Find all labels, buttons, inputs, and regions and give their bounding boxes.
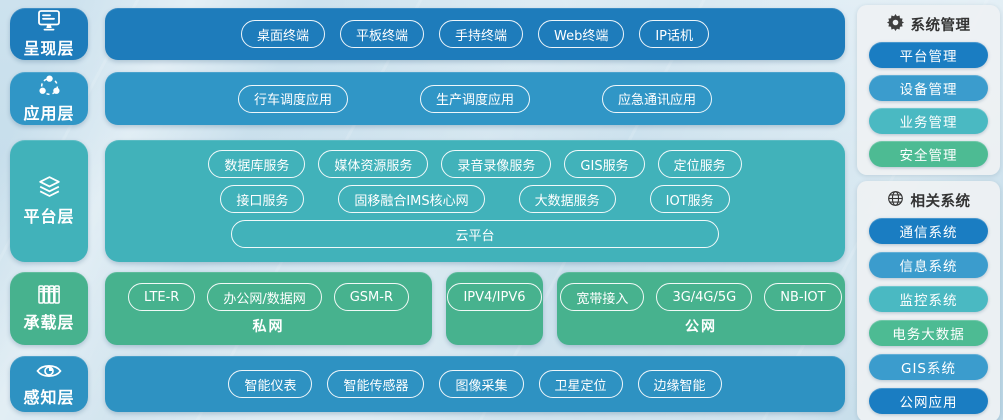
system-management-buttons: 平台管理设备管理业务管理安全管理: [869, 42, 988, 167]
panel-title: 系统管理: [910, 17, 971, 34]
layers-icon: [36, 175, 63, 200]
sensing-pill: 卫星定位: [538, 370, 623, 398]
layer-name: 应用层: [23, 103, 75, 123]
layer-name: 呈现层: [23, 39, 75, 58]
service-pill: 接口服务: [220, 185, 305, 213]
presentation-pills: 桌面终端平板终端手持终端 Web终端 IP话机: [240, 20, 710, 48]
ip-protocol-group: IPV4/IPV6: [446, 272, 543, 345]
service-pill: 录音录像服务: [441, 150, 552, 178]
system-button[interactable]: GIS系统: [869, 354, 988, 380]
network-pill: NB-IOT: [764, 283, 842, 311]
management-button[interactable]: 业务管理: [869, 108, 988, 134]
bearer-layer-row: 承载层 LTE-R 办公网/数据网 GSM-R 私网 IPV4/IPV6 宽带接入 3…: [10, 272, 845, 345]
presentation-layer-label: 呈现层: [10, 8, 88, 60]
application-pill: 行车调度应用: [237, 84, 348, 113]
eye-icon: [35, 361, 63, 381]
platform-layer-label: 平台层: [10, 140, 88, 262]
terminal-pill: 平板终端: [339, 20, 424, 48]
racks-icon: [37, 284, 61, 306]
perception-layer-row: 感知层 智能仪表智能传感器图像采集卫星定位边缘智能: [10, 356, 845, 412]
globe-icon: [887, 190, 904, 211]
network-pill: LTE-R: [128, 283, 196, 311]
application-layer-row: 应用层 行车调度应用 生产调度应用 应急通讯应用: [10, 72, 845, 125]
public-network-label: 公网: [685, 319, 717, 335]
network-pill: 3G/4G/5G: [656, 283, 753, 311]
system-management-panel: 系统管理 平台管理设备管理业务管理安全管理: [857, 5, 1000, 175]
system-button[interactable]: 监控系统: [869, 286, 988, 312]
private-network-label: 私网: [252, 319, 285, 335]
application-layer-bar: 行车调度应用 生产调度应用 应急通讯应用: [105, 72, 845, 125]
share-icon: [37, 74, 62, 97]
perception-layer-bar: 智能仪表智能传感器图像采集卫星定位边缘智能: [105, 356, 845, 412]
application-pill: 应急通讯应用: [602, 84, 713, 113]
sensing-pill: 智能传感器: [327, 370, 425, 398]
platform-layer-panel: 数据库服务媒体资源服务录音录像服务 GIS服务定位服务 接口服务 固移融合IMS核心…: [105, 140, 845, 262]
platform-services-row-1: 数据库服务媒体资源服务录音录像服务 GIS服务定位服务: [105, 150, 845, 178]
application-layer-label: 应用层: [10, 72, 88, 125]
service-pill: IOT服务: [649, 185, 730, 213]
public-network-group: 宽带接入 3G/4G/5G NB-IOT 公网: [557, 272, 845, 345]
system-button[interactable]: 通信系统: [869, 218, 988, 244]
bearer-groups: LTE-R 办公网/数据网 GSM-R 私网 IPV4/IPV6 宽带接入 3G/4G…: [105, 272, 845, 345]
layer-name: 平台层: [23, 207, 75, 226]
system-button[interactable]: 公网应用: [869, 388, 988, 414]
presentation-layer-row: 呈现层 桌面终端平板终端手持终端 Web终端 IP话机: [10, 8, 845, 60]
private-network-pills: LTE-R 办公网/数据网 GSM-R: [128, 283, 409, 311]
network-pill: 办公网/数据网: [207, 283, 322, 311]
terminal-pill: 桌面终端: [240, 20, 325, 48]
monitor-icon: [36, 9, 62, 32]
service-pill: 大数据服务: [518, 185, 616, 213]
service-pill: 定位服务: [657, 150, 742, 178]
layer-name: 承载层: [23, 313, 75, 332]
application-pill: 生产调度应用: [419, 84, 530, 113]
system-button[interactable]: 信息系统: [869, 252, 988, 278]
management-button[interactable]: 安全管理: [869, 141, 988, 167]
right-sidebar: 系统管理 平台管理设备管理业务管理安全管理 相关系统 通信系统信息系统监控系统电…: [857, 5, 1000, 420]
sensing-pill: 图像采集: [439, 370, 524, 398]
platform-services-row-2: 接口服务 固移融合IMS核心网 大数据服务 IOT服务: [105, 185, 845, 213]
bearer-layer-label: 承载层: [10, 272, 88, 345]
perception-layer-label: 感知层: [10, 356, 88, 412]
cloud-platform-row: 云平台: [105, 220, 845, 248]
platform-layer-row: 平台层 数据库服务媒体资源服务录音录像服务 GIS服务定位服务 接口服务 固移融合I…: [10, 140, 845, 262]
layer-name: 感知层: [23, 387, 75, 407]
cloud-platform-pill: 云平台: [230, 220, 720, 248]
network-pill: IPV4/IPV6: [447, 283, 542, 311]
ip-protocol-pills: IPV4/IPV6: [447, 283, 542, 311]
terminal-pill: IP话机: [639, 20, 710, 48]
private-network-group: LTE-R 办公网/数据网 GSM-R 私网: [105, 272, 432, 345]
terminal-pill: Web终端: [538, 20, 625, 48]
related-systems-header: 相关系统: [869, 188, 988, 212]
service-pill: GIS服务: [564, 150, 645, 178]
related-systems-buttons: 通信系统信息系统监控系统电务大数据 GIS系统公网应用: [869, 218, 988, 414]
public-network-pills: 宽带接入 3G/4G/5G NB-IOT: [560, 283, 842, 311]
application-pills: 行车调度应用 生产调度应用 应急通讯应用: [237, 84, 713, 113]
network-pill: 宽带接入: [560, 283, 645, 311]
service-pill: 固移融合IMS核心网: [338, 185, 485, 213]
sensing-pill: 智能仪表: [228, 370, 313, 398]
service-pill: 媒体资源服务: [318, 150, 429, 178]
system-management-header: 系统管理: [869, 12, 988, 36]
system-button[interactable]: 电务大数据: [869, 320, 988, 346]
network-pill: GSM-R: [333, 283, 409, 311]
related-systems-panel: 相关系统 通信系统信息系统监控系统电务大数据 GIS系统公网应用: [857, 181, 1000, 420]
terminal-pill: 手持终端: [438, 20, 523, 48]
management-button[interactable]: 设备管理: [869, 75, 988, 101]
presentation-layer-bar: 桌面终端平板终端手持终端 Web终端 IP话机: [105, 8, 845, 60]
management-button[interactable]: 平台管理: [869, 42, 988, 68]
panel-title: 相关系统: [910, 193, 971, 210]
gear-icon: [886, 13, 904, 35]
sensing-pill: 边缘智能: [637, 370, 722, 398]
perception-pills: 智能仪表智能传感器图像采集卫星定位边缘智能: [228, 370, 722, 398]
service-pill: 数据库服务: [208, 150, 306, 178]
